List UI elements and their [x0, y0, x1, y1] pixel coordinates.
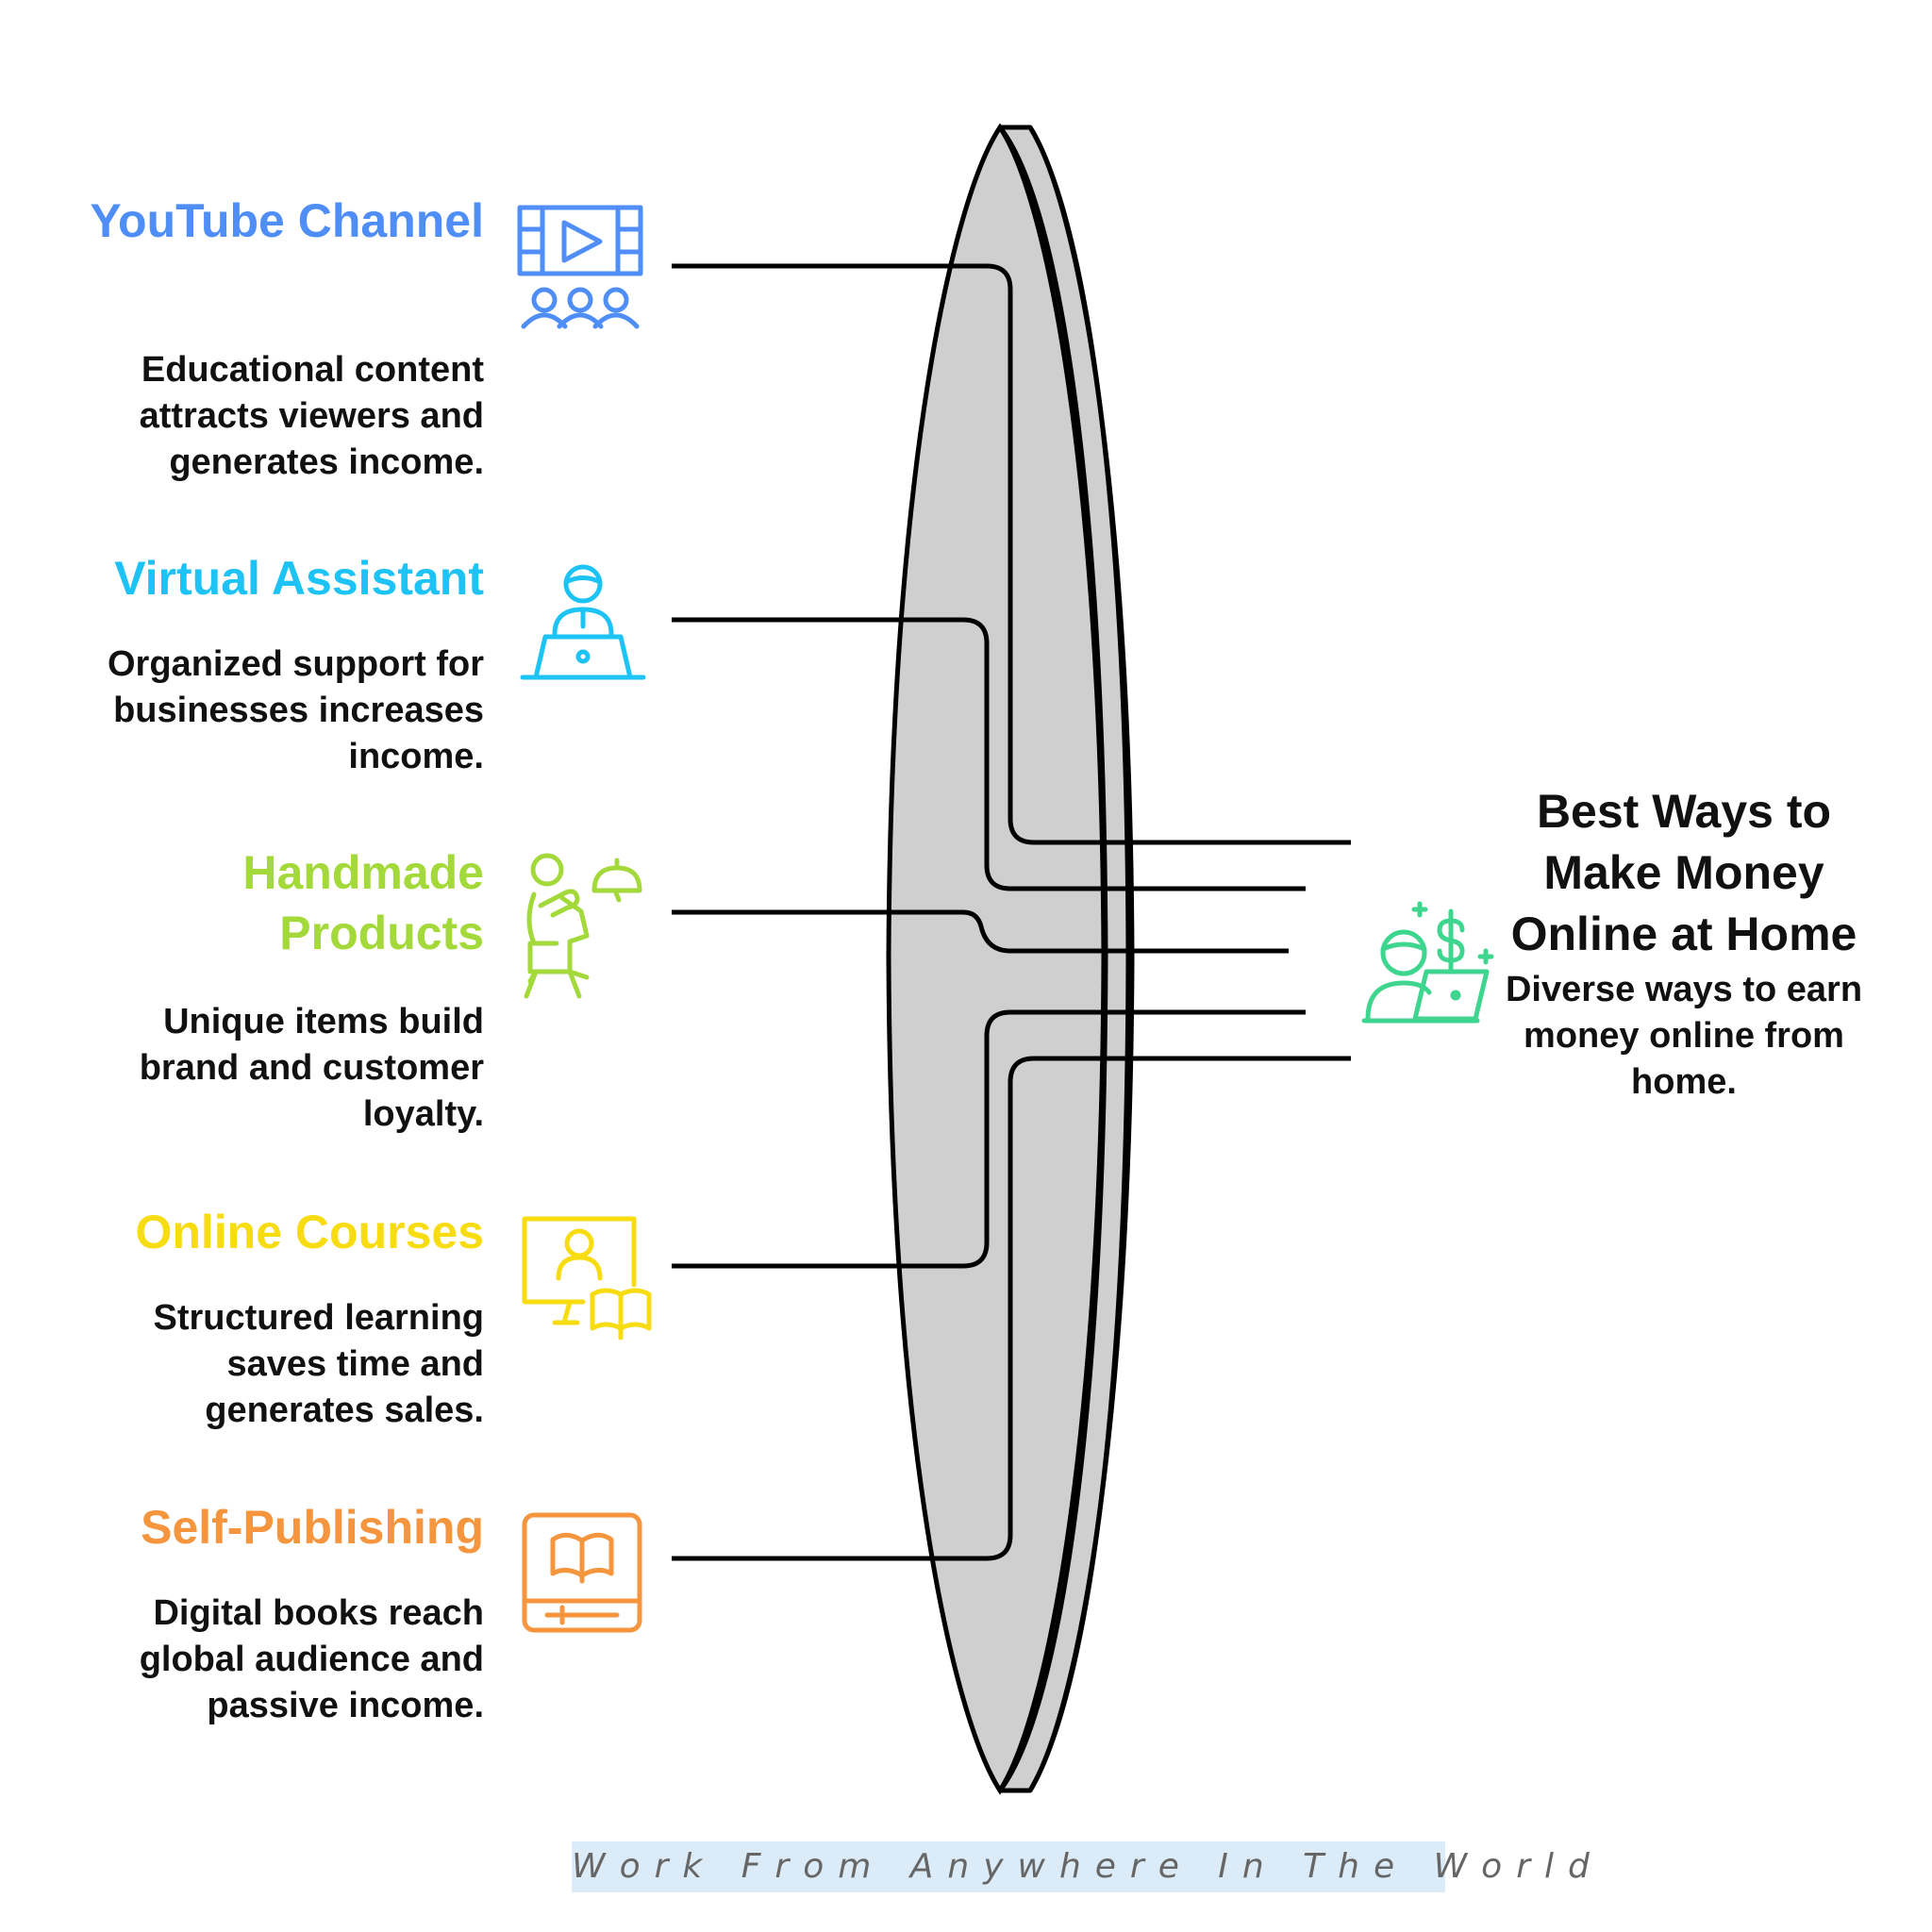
online-teacher-icon	[522, 1216, 652, 1341]
connector-handmade-products	[672, 909, 1289, 954]
connector-online-courses	[672, 1009, 1306, 1269]
item-desc-online-courses: Structured learning saves time and gener…	[153, 1298, 485, 1430]
item-title-handmade-products: Handmade Products	[242, 846, 484, 959]
item-title-youtube-channel: YouTube Channel	[90, 194, 484, 247]
video-audience-icon	[517, 205, 643, 329]
connector-self-publishing	[672, 1056, 1351, 1561]
laptop-money-icon	[1361, 901, 1494, 1024]
ebook-icon	[522, 1512, 642, 1633]
connector-virtual-assistant	[672, 617, 1306, 891]
item-title-self-publishing: Self-Publishing	[141, 1501, 484, 1554]
item-desc-virtual-assistant: Organized support for businesses increas…	[108, 644, 484, 776]
laptop-worker-icon	[520, 564, 646, 680]
item-desc-youtube-channel: Educational content attracts viewers and…	[139, 350, 484, 482]
item-title-online-courses: Online Courses	[135, 1206, 484, 1258]
connector-youtube-channel	[672, 263, 1351, 845]
lens-rim	[998, 125, 1108, 1792]
item-desc-handmade-products: Unique items build brand and customer lo…	[139, 1002, 484, 1134]
lens-rim-outer	[1027, 125, 1131, 1792]
item-title-virtual-assistant: Virtual Assistant	[114, 552, 484, 605]
center-desc: Diverse ways to earn money online from h…	[1505, 970, 1863, 1102]
crafting-person-icon	[524, 853, 642, 999]
footer-banner: Work From Anywhere In The World	[572, 1841, 1590, 1892]
center-title: Best Ways to Make Money Online at Home	[1510, 785, 1857, 960]
item-desc-self-publishing: Digital books reach global audience and …	[139, 1593, 484, 1725]
